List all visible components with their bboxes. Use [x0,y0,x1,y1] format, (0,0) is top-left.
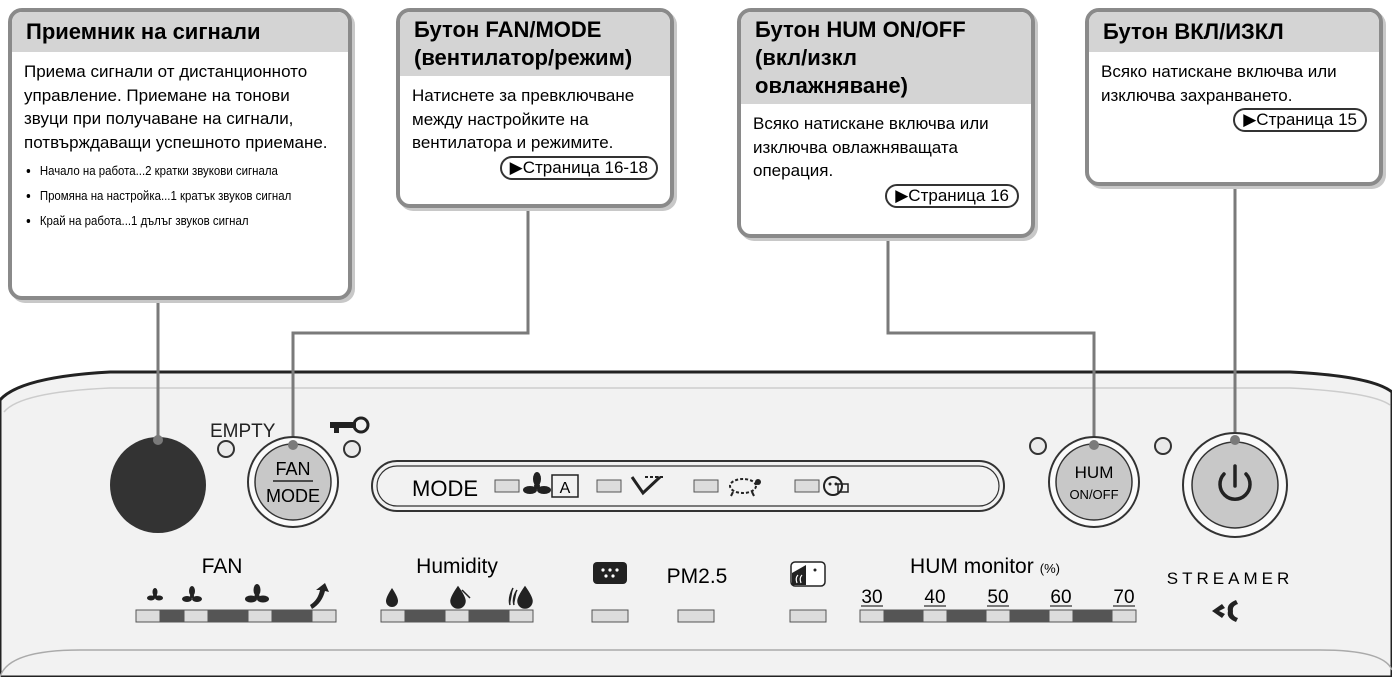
callout-hum-text: Всяко натискане включва или изключва овл… [753,114,989,180]
streamer-icon [1212,600,1238,622]
drop-high-icon [508,585,533,609]
panel-inner-top-edge [3,387,1391,413]
hum-lamp [1029,437,1047,455]
turtle-icon [729,478,761,497]
empty-label: EMPTY [210,421,276,442]
power-dot [1230,435,1240,445]
callout-power-text: Всяко натискане включва или изключва зах… [1101,62,1337,105]
drop-low-icon [386,588,398,607]
hum-monitor-label: HUM monitor [910,555,1034,578]
callout-hum-title-line2: (вкл/изкл [755,45,857,70]
callout-hum: Бутон HUM ON/OFF (вкл/изкл овлажняване) … [737,8,1035,238]
fan-label: FAN [202,555,243,578]
callout-hum-title-line3: овлажняване) [755,73,908,98]
airflow-icon [630,475,663,496]
pm-label: PM2.5 [667,565,728,588]
bullet-end: Край на работа...1 дълъг звуков сигнал [40,208,348,233]
power-lamp [1154,437,1172,455]
fan-medium-icon [182,586,202,602]
hum-button-label-top: HUM [1075,463,1114,482]
fan-button-label-bottom: MODE [266,486,320,506]
receiver-dot [153,435,163,445]
odor-indicator [789,609,827,623]
bullet-change: Промяна на настройка...1 кратък звуков с… [40,183,348,208]
hum-scale-40: 40 [924,587,945,608]
hum-button-label-bottom: ON/OFF [1069,487,1118,502]
humidity-level-bar [380,609,534,623]
callout-power: Бутон ВКЛ/ИЗКЛ Всяко натискане включва и… [1085,8,1383,186]
mode-indicator-pollen [794,479,820,493]
leader-line-fan-mode [291,205,530,445]
callout-power-title: Бутон ВКЛ/ИЗКЛ [1089,12,1379,52]
panel-bottom-edge [0,649,1392,677]
mode-indicator-quiet [693,479,719,493]
callout-hum-title-line1: Бутон HUM ON/OFF [755,17,966,42]
signal-receiver [110,437,206,533]
callout-signal-receiver-text: Приема сигнали от дистанционното управле… [24,62,328,152]
lock-lamp [343,440,361,458]
child-lock-icon [330,416,370,434]
fan-low-icon [147,588,163,601]
dust-indicator [591,609,629,623]
leader-line-hum [886,235,1096,445]
mode-indicator-airflow [596,479,622,493]
hum-monitor-level-bar [859,609,1137,623]
fan-auto-icon [523,472,551,494]
power-icon [1218,472,1252,501]
hum-scale-70: 70 [1113,587,1134,608]
callout-signal-receiver-title: Приемник на сигнали [12,12,348,52]
pm-indicator [677,609,715,623]
fan-high-icon [245,584,269,603]
mode-auto-box [551,474,579,498]
callout-signal-receiver-bullets: Начало на работа...2 кратки звукови сигн… [24,158,348,233]
power-button[interactable] [1182,432,1288,538]
callout-fan-mode: Бутон FAN/MODE (вентилатор/режим) Натисн… [396,8,674,208]
svg-text:HUM monitor(%): HUM monitor (%) [910,555,1060,578]
humidity-label: Humidity [416,555,498,578]
fan-turbo-icon [310,583,329,609]
mode-label: MODE [412,476,478,501]
hum-monitor-scale: 30 40 50 60 70 [861,587,1134,608]
hum-scale-60: 60 [1050,587,1071,608]
mode-auto-glyph: A [560,480,571,497]
hum-scale-50: 50 [987,587,1008,608]
panel-body [0,370,1392,677]
humidity-drop-icons [386,585,533,609]
fan-speed-icons [147,583,329,609]
fan-level-bar [135,609,337,623]
fan-mode-dot [288,440,298,450]
hum-dot [1089,440,1099,450]
mode-display-inner [376,465,1000,507]
drop-medium-icon [450,585,471,609]
fan-mode-button[interactable]: FAN MODE [247,436,339,528]
mode-indicator-fan-auto [494,479,520,493]
hum-page-ref: ▶Страница 16 [885,183,1019,208]
fan-mode-page-ref: ▶Страница 16-18 [499,155,658,180]
hum-on-off-button[interactable]: HUM ON/OFF [1048,436,1140,528]
mode-display [371,460,1005,512]
callout-fan-mode-title-line1: Бутон FAN/MODE [414,17,602,42]
pollen-face-icon [823,476,849,496]
dust-sensor-icon [593,562,627,584]
callout-fan-mode-title-line2: (вентилатор/режим) [414,45,633,70]
fan-button-label-top: FAN [275,459,310,479]
streamer-label: STREAMER [1167,569,1293,588]
bullet-start: Начало на работа...2 кратки звукови сигн… [40,158,348,183]
hum-monitor-unit: (%) [1040,561,1060,576]
callout-fan-mode-text: Натиснете за превключване между настройк… [412,86,635,152]
empty-lamp [217,440,235,458]
odor-sensor-icon [790,561,826,587]
callout-signal-receiver: Приемник на сигнали Приема сигнали от ди… [8,8,352,300]
hum-scale-30: 30 [861,587,882,608]
power-page-ref: ▶Страница 15 [1233,108,1367,132]
